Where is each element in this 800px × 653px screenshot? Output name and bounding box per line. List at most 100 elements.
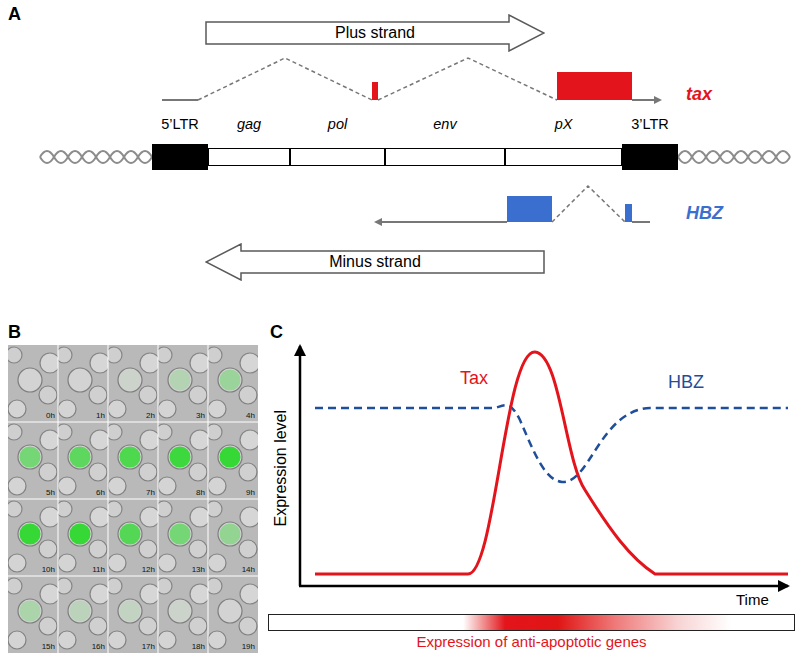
- transcript-arrow: [376, 221, 507, 223]
- gene-segment: pX: [505, 112, 622, 170]
- node-text: gag: [208, 114, 290, 134]
- tax-exon: [372, 82, 378, 100]
- tax-exon: [557, 72, 632, 100]
- node-text: Expression of anti-apoptotic genes: [268, 633, 795, 651]
- micrograph-frame: 3h: [158, 345, 208, 422]
- micrograph-frame: 1h: [58, 345, 108, 422]
- node-text: 5’LTR: [152, 114, 208, 134]
- expression-bar: Expression of anti-apoptotic genes: [268, 614, 795, 653]
- node-text: pX: [505, 114, 622, 134]
- gene-segment: gag: [208, 112, 290, 170]
- curve-label: Tax: [460, 368, 488, 389]
- gene-segment: pol: [290, 112, 385, 170]
- genome-bar: [290, 148, 385, 166]
- genome-bar: [208, 148, 290, 166]
- node-text: Plus strand: [335, 23, 415, 43]
- time-stamp: 19h: [242, 642, 255, 651]
- time-stamp: 15h: [42, 642, 55, 651]
- time-stamp: 9h: [246, 488, 255, 497]
- micrograph-frame: 15h: [8, 576, 58, 653]
- micrograph-frame: 19h: [208, 576, 258, 653]
- time-stamp: 17h: [142, 642, 155, 651]
- arrow-shape: [206, 244, 544, 280]
- time-stamp: 18h: [192, 642, 205, 651]
- strand-arrow: Minus strand: [205, 243, 545, 281]
- node-text: pol: [290, 114, 385, 134]
- panel-letter: A: [8, 4, 21, 25]
- curve-label: HBZ: [668, 372, 704, 393]
- time-stamp: 2h: [146, 411, 155, 420]
- x-axis: [299, 585, 788, 588]
- ltr-box: 3’LTR: [622, 112, 678, 170]
- time-stamp: 14h: [242, 565, 255, 574]
- node-text: env: [385, 114, 505, 134]
- micrograph-frame: 16h: [58, 576, 108, 653]
- transcript-arrow: [632, 99, 660, 101]
- time-stamp: 3h: [196, 411, 205, 420]
- gene-segment: env: [385, 112, 505, 170]
- hbz-transcript: [376, 186, 650, 222]
- genome-bar: [505, 148, 622, 166]
- time-stamp: 7h: [146, 488, 155, 497]
- time-stamp: 5h: [46, 488, 55, 497]
- splice-line: [198, 58, 372, 100]
- node-text: 3’LTR: [622, 114, 678, 134]
- time-stamp: 4h: [246, 411, 255, 420]
- y-axis: [299, 346, 302, 586]
- splice-line: [378, 58, 557, 100]
- micrograph-frame: 6h: [58, 422, 108, 499]
- micrograph-frame: 12h: [108, 499, 158, 576]
- time-stamp: 6h: [96, 488, 105, 497]
- time-stamp: 11h: [92, 565, 105, 574]
- micrograph-frame: 5h: [8, 422, 58, 499]
- micrograph-frame: 17h: [108, 576, 158, 653]
- panel-letter: C: [270, 322, 283, 343]
- time-stamp: 10h: [42, 565, 55, 574]
- helix-strand: [40, 151, 152, 163]
- axis-label: Time: [736, 591, 769, 608]
- micrograph-frame: 9h: [208, 422, 258, 499]
- ltr-block: [152, 144, 208, 170]
- hbz-exon: [507, 196, 552, 222]
- expression-chart: [299, 346, 788, 586]
- micrograph-frame: 4h: [208, 345, 258, 422]
- node-text: Minus strand: [329, 252, 421, 272]
- ltr-box: 5’LTR: [152, 112, 208, 170]
- micrograph-frame: 10h: [8, 499, 58, 576]
- splice-line: [552, 186, 625, 222]
- gene-label: tax: [686, 84, 712, 105]
- time-stamp: 1h: [96, 411, 105, 420]
- time-stamp: 13h: [192, 565, 205, 574]
- exon-line: [162, 99, 198, 101]
- time-stamp: 12h: [142, 565, 155, 574]
- helix-strand: [678, 151, 790, 163]
- micrograph-frame: 14h: [208, 499, 258, 576]
- panel-letter: B: [8, 322, 21, 343]
- gene-label: HBZ: [686, 203, 723, 224]
- hbz-exon: [625, 204, 632, 222]
- tax-curve: [315, 352, 788, 574]
- helix-strand: [678, 151, 790, 163]
- time-stamp: 0h: [46, 411, 55, 420]
- tax-transcript: [162, 58, 660, 100]
- micrograph-frame: 18h: [158, 576, 208, 653]
- ltr-block: [622, 144, 678, 170]
- time-stamp: 16h: [92, 642, 105, 651]
- micrograph-frame: 0h: [8, 345, 58, 422]
- helix-strand: [40, 151, 152, 163]
- micrograph-frame: 11h: [58, 499, 108, 576]
- strand-arrow: Plus strand: [205, 14, 545, 52]
- micrograph-frame: 13h: [158, 499, 208, 576]
- time-lapse-micrographs: [6, 345, 260, 653]
- exon-line: [632, 221, 650, 223]
- genome-bar: [385, 148, 505, 166]
- micrograph-frame: 7h: [108, 422, 158, 499]
- micrograph-frame: 8h: [158, 422, 208, 499]
- axis-label: Expression level: [272, 410, 290, 527]
- hbz-curve: [315, 405, 788, 482]
- arrow-shape: [206, 15, 544, 51]
- micrograph-frame: 2h: [108, 345, 158, 422]
- time-stamp: 8h: [196, 488, 205, 497]
